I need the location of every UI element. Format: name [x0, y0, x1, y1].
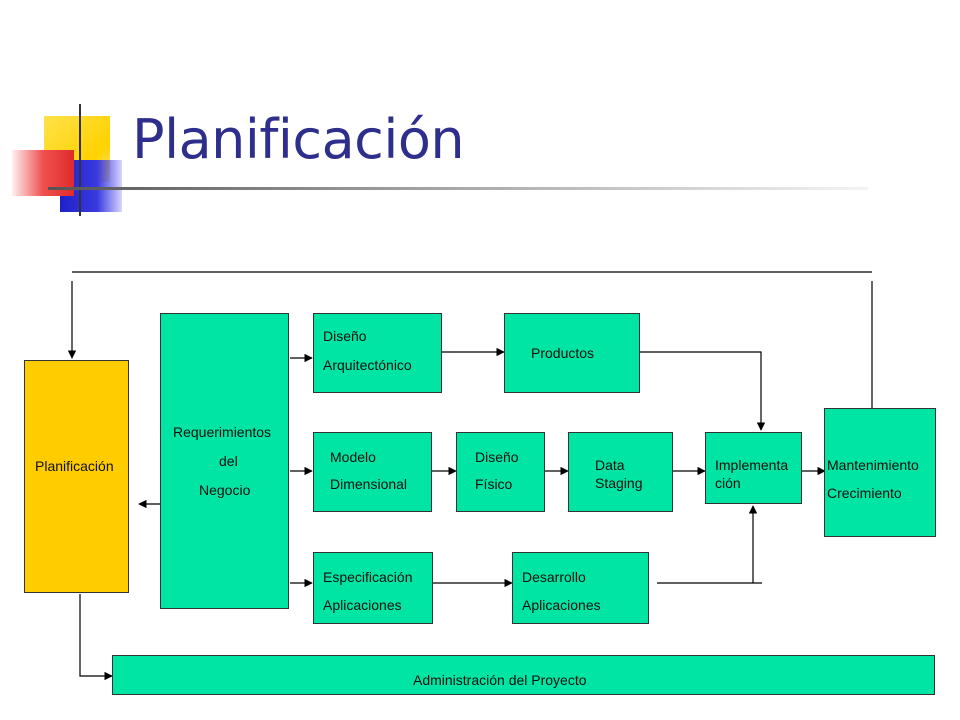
data-staging-box: Data Staging — [568, 432, 673, 512]
requerimientos-line-1: Requerimientos — [173, 424, 272, 440]
especificacion-box: Especificación Aplicaciones — [313, 552, 433, 624]
mantenimiento-line-1: Mantenimiento — [827, 457, 919, 473]
mantenimiento-box: Mantenimiento Crecimiento — [824, 408, 936, 537]
implementacion-line-2: ción — [715, 475, 741, 491]
administracion-label: Administración del Proyecto — [413, 672, 587, 688]
diseno-fisico-line-2: Físico — [475, 476, 513, 492]
planificacion-box: Planificación — [24, 360, 129, 593]
diseno-arquitectonico-box: Diseño Arquitectónico — [313, 313, 442, 393]
title-underline — [48, 187, 868, 190]
implementacion-box: Implementa ción — [705, 432, 802, 504]
mantenimiento-line-2: Crecimiento — [827, 485, 902, 501]
diseno-arq-line-1: Diseño — [323, 328, 367, 344]
desarrollo-line-2: Aplicaciones — [522, 597, 601, 613]
requerimientos-line-2: del — [219, 453, 238, 469]
modelo-line-2: Dimensional — [330, 476, 408, 492]
especificacion-line-2: Aplicaciones — [323, 597, 402, 613]
administracion-box: Administración del Proyecto — [112, 655, 935, 695]
productos-label: Productos — [531, 345, 595, 361]
desarrollo-line-1: Desarrollo — [522, 569, 586, 585]
slide-title: Planificación — [132, 108, 465, 171]
modelo-line-1: Modelo — [330, 449, 376, 465]
data-staging-line-1: Data — [595, 457, 625, 473]
diseno-arq-line-2: Arquitectónico — [323, 357, 412, 373]
implementacion-line-1: Implementa — [715, 457, 789, 473]
requerimientos-line-3: Negocio — [199, 482, 251, 498]
modelo-dimensional-box: Modelo Dimensional — [313, 432, 432, 512]
diseno-fisico-box: Diseño Físico — [456, 432, 545, 512]
decor-vertical-line — [79, 104, 81, 216]
productos-box: Productos — [504, 313, 640, 393]
requerimientos-box: Requerimientos del Negocio — [160, 313, 289, 609]
diseno-fisico-line-1: Diseño — [475, 449, 519, 465]
especificacion-line-1: Especificación — [323, 569, 413, 585]
data-staging-line-2: Staging — [595, 475, 643, 491]
desarrollo-box: Desarrollo Aplicaciones — [512, 552, 649, 624]
planificacion-label: Planificación — [35, 458, 114, 474]
